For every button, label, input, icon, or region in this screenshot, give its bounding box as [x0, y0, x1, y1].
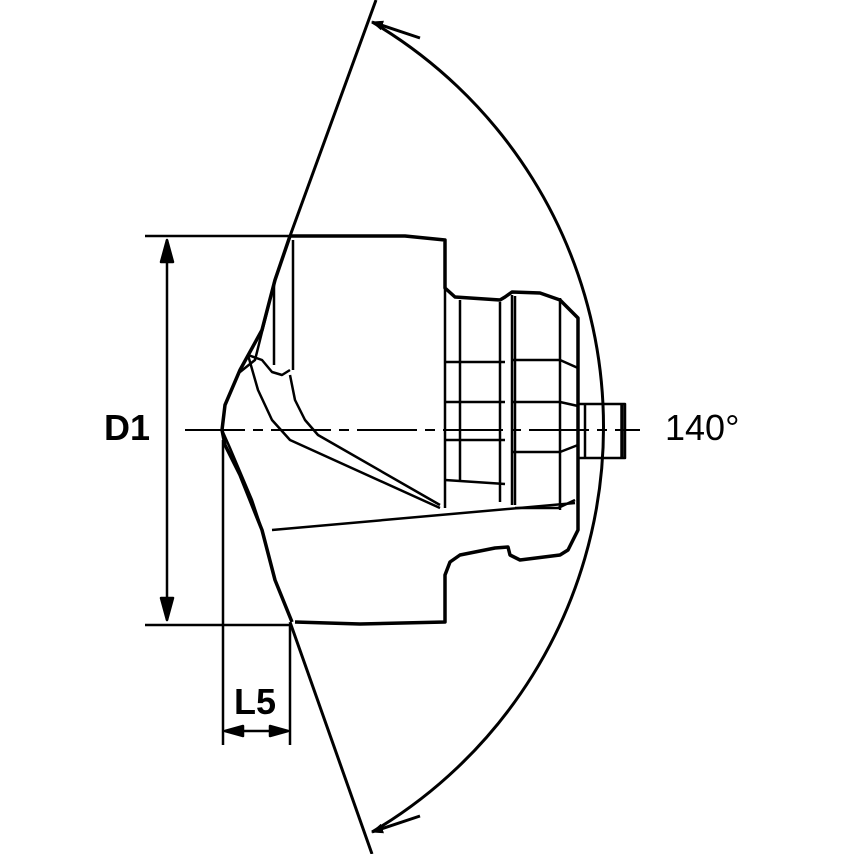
d1-label: D1	[104, 407, 151, 448]
l5-dimension	[221, 440, 292, 745]
d1-dimension	[145, 234, 292, 627]
angle-label: 140°	[665, 407, 740, 448]
l5-label: L5	[234, 681, 277, 722]
angle-lines	[288, 0, 378, 854]
angle-arc	[371, 20, 605, 834]
insert-body	[220, 234, 580, 626]
